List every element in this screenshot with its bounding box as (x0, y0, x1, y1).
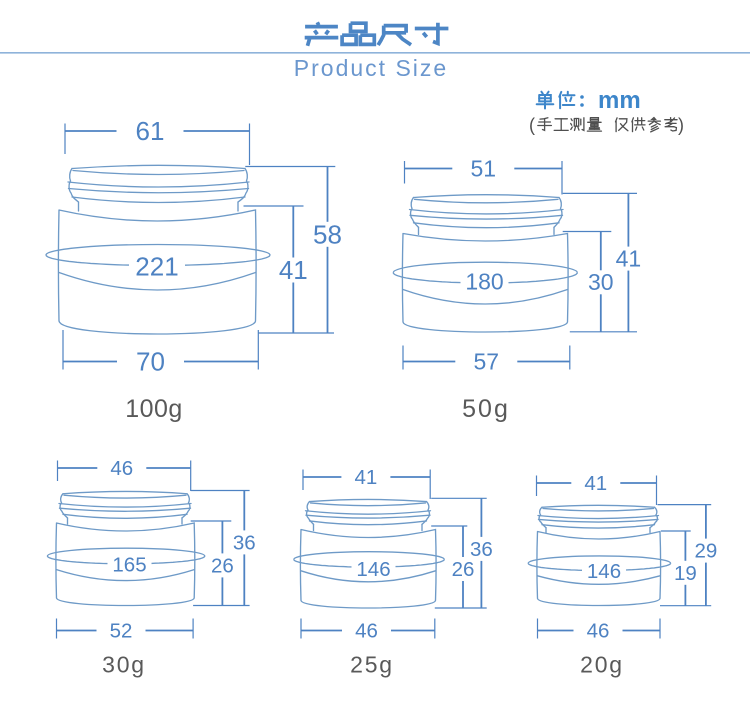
svg-text:180: 180 (465, 269, 503, 295)
svg-text:Product Size: Product Size (294, 55, 448, 81)
svg-text:46: 46 (587, 620, 610, 643)
svg-text:46: 46 (355, 620, 378, 643)
svg-text:30g: 30g (102, 652, 146, 678)
svg-text:26: 26 (452, 558, 475, 581)
svg-text:41: 41 (584, 472, 607, 495)
svg-text:52: 52 (110, 620, 133, 643)
svg-text:36: 36 (233, 531, 256, 554)
svg-text:(: ( (529, 115, 535, 135)
svg-text:46: 46 (110, 457, 133, 480)
svg-text:): ) (678, 115, 684, 135)
svg-text:41: 41 (616, 246, 642, 272)
svg-text:20g: 20g (580, 652, 624, 678)
svg-text:41: 41 (354, 466, 377, 489)
svg-text:29: 29 (694, 540, 717, 563)
svg-text:146: 146 (356, 558, 390, 581)
svg-text:51: 51 (471, 155, 497, 181)
svg-text:30: 30 (588, 269, 614, 295)
svg-text:26: 26 (211, 554, 234, 577)
svg-text:61: 61 (136, 116, 165, 146)
svg-text:70: 70 (136, 346, 165, 376)
svg-text:165: 165 (112, 553, 146, 576)
svg-text:41: 41 (279, 255, 308, 285)
svg-text:100g: 100g (125, 395, 183, 423)
svg-text:58: 58 (313, 219, 342, 249)
svg-text:25g: 25g (350, 652, 394, 678)
svg-text:36: 36 (470, 538, 493, 561)
svg-text:221: 221 (135, 251, 178, 281)
svg-text:19: 19 (674, 562, 697, 585)
svg-text:50g: 50g (462, 395, 510, 423)
svg-text:57: 57 (474, 348, 500, 374)
svg-text:mm: mm (598, 87, 641, 114)
svg-text:146: 146 (587, 560, 621, 583)
